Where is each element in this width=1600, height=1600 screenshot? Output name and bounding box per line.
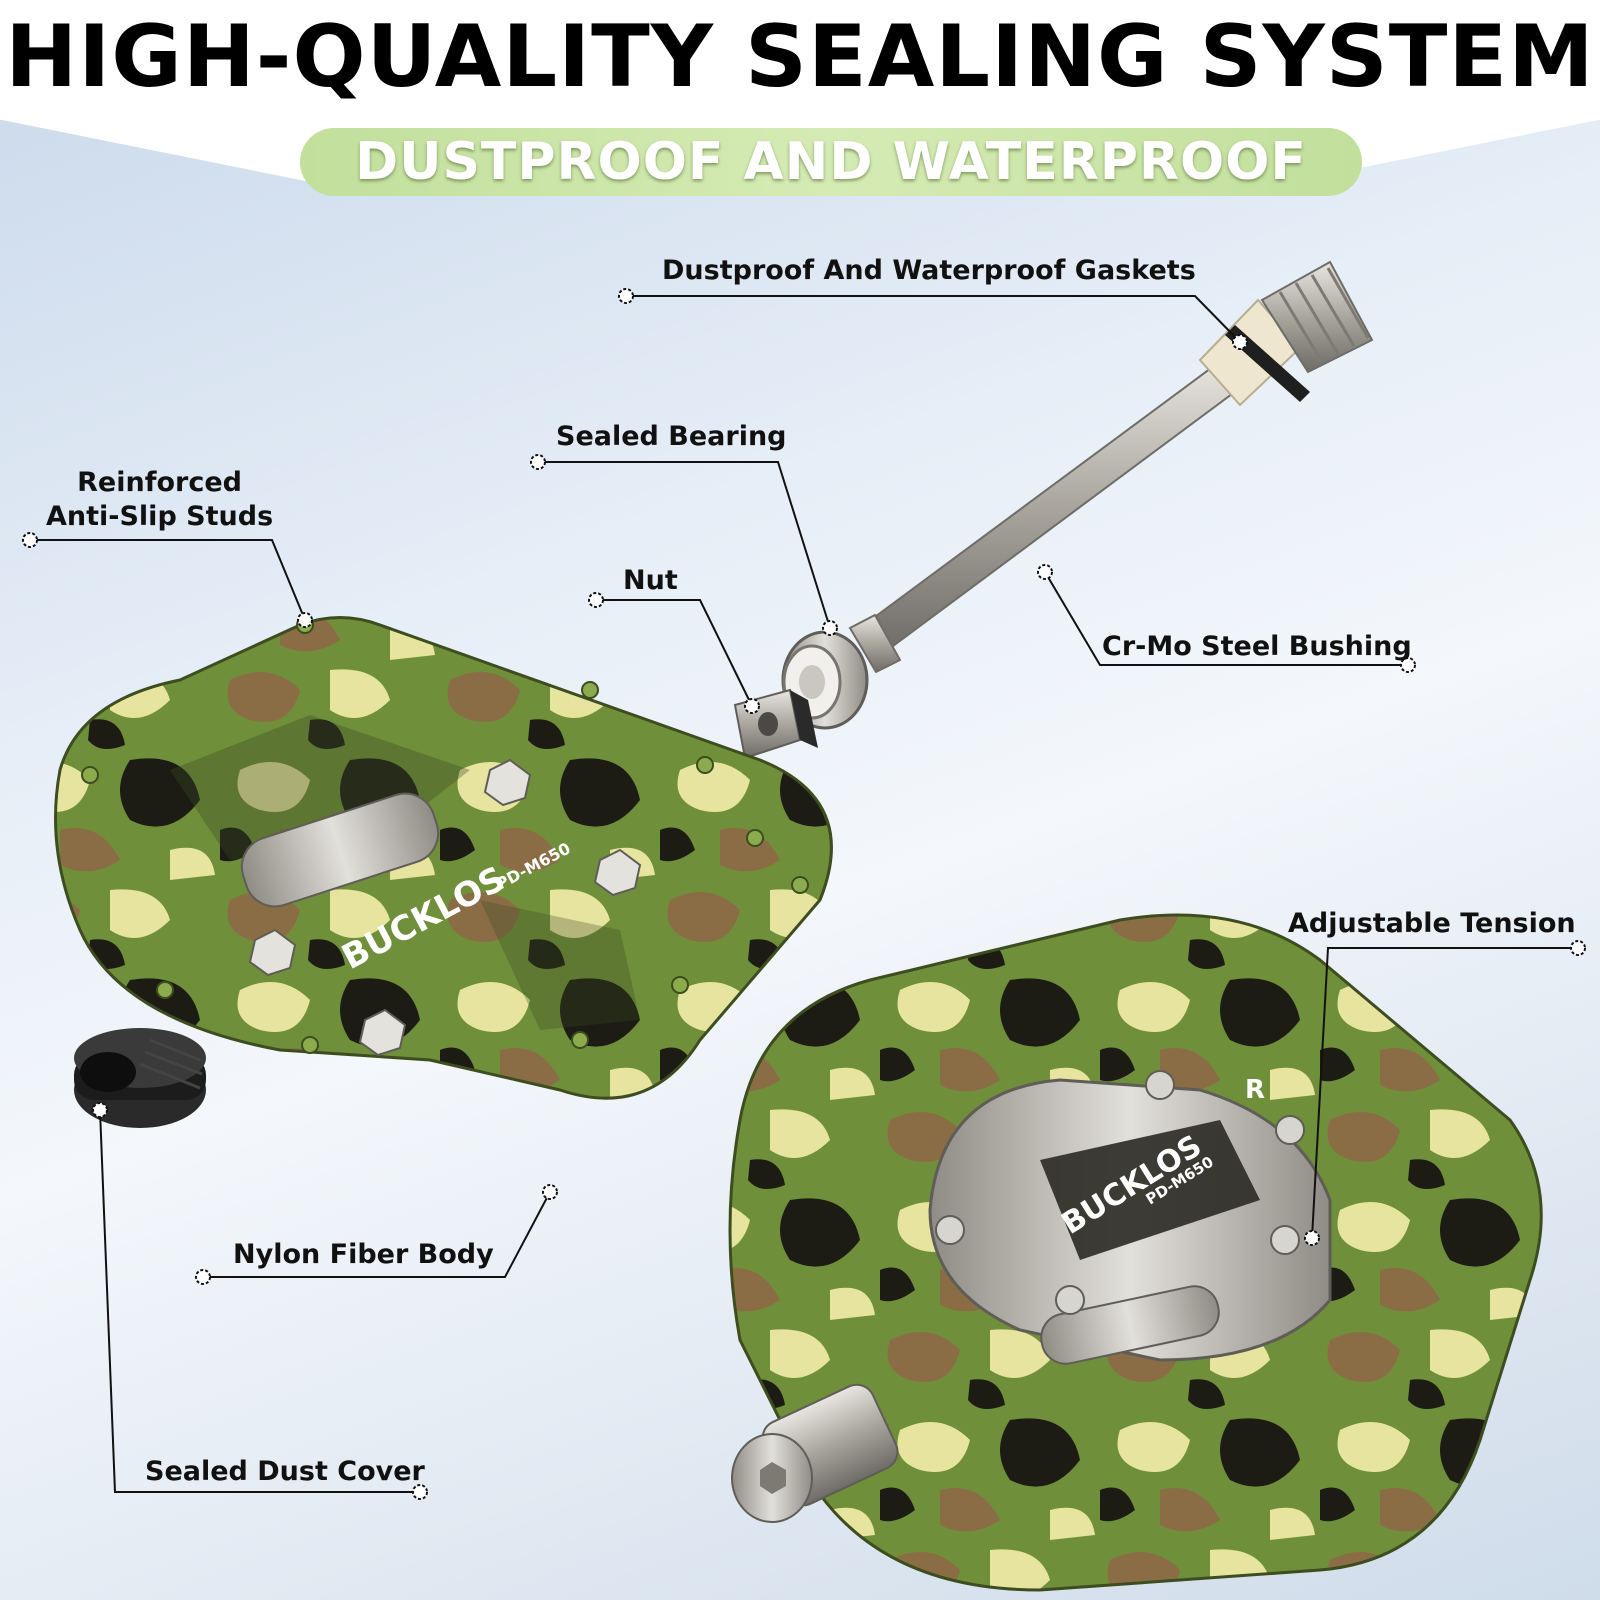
subtitle-text: DUSTPROOF AND WATERPROOF bbox=[355, 132, 1307, 192]
label-tension: Adjustable Tension bbox=[1288, 908, 1576, 939]
side-mark-text: R bbox=[1245, 1075, 1265, 1105]
spindle bbox=[848, 260, 1374, 674]
nut bbox=[733, 688, 818, 760]
right-pedal: R BUCKLOS PD-M650 bbox=[728, 913, 1543, 1592]
callout-markers bbox=[22, 288, 1586, 1500]
pedal-axle-stub bbox=[731, 1383, 899, 1523]
leader-lines bbox=[30, 295, 1578, 1493]
label-studs-line2: Anti-Slip Studs bbox=[46, 500, 274, 532]
left-pedal: BUCKLOS PD-M650 bbox=[54, 616, 833, 1100]
label-bushing: Cr-Mo Steel Bushing bbox=[1102, 631, 1412, 662]
dust-cover bbox=[74, 1028, 206, 1128]
label-nylon-body: Nylon Fiber Body bbox=[233, 1239, 494, 1270]
label-sealed-bearing: Sealed Bearing bbox=[556, 421, 787, 452]
label-studs: Reinforced Anti-Slip Studs bbox=[46, 466, 273, 534]
label-gaskets: Dustproof And Waterproof Gaskets bbox=[662, 255, 1196, 286]
label-nut: Nut bbox=[623, 565, 678, 596]
main-title: HIGH-QUALITY SEALING SYSTEM bbox=[5, 7, 1595, 107]
subtitle-pill: DUSTPROOF AND WATERPROOF bbox=[300, 128, 1362, 196]
label-studs-line1: Reinforced bbox=[77, 467, 242, 498]
label-dust-cover: Sealed Dust Cover bbox=[145, 1456, 425, 1487]
